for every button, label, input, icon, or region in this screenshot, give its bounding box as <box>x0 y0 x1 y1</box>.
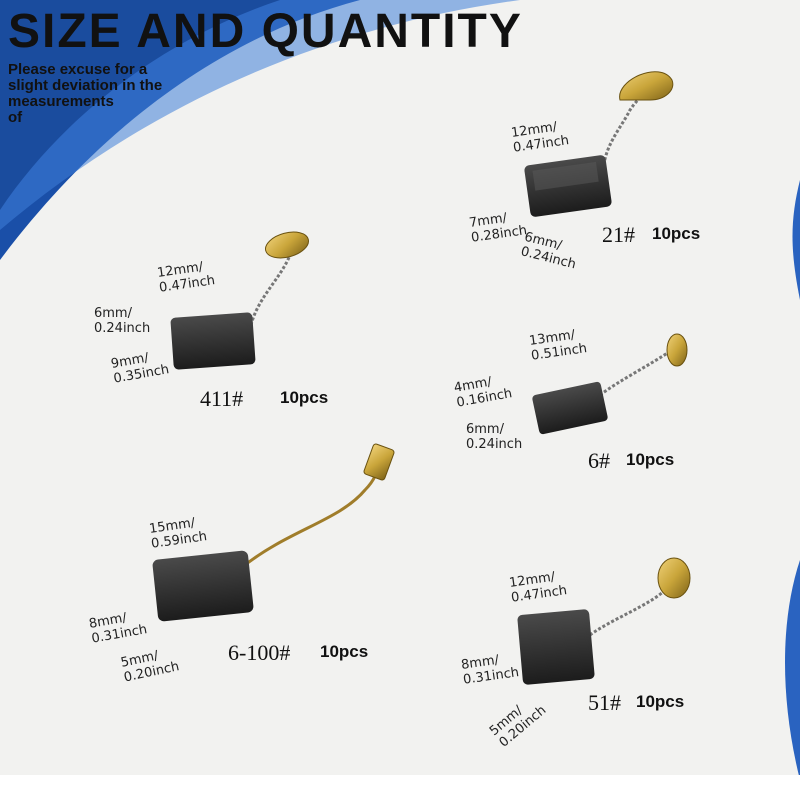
dim-mm: 6mm/ <box>466 422 504 437</box>
dim-inch: 0.24inch <box>466 437 523 452</box>
brush-21 <box>524 71 674 217</box>
dim-mm: 6mm/ <box>94 306 132 321</box>
disclaimer-line: Please excuse for a <box>8 61 148 78</box>
p411-quantity: 10pcs <box>280 388 329 407</box>
disclaimer-text: Please excuse for a slight deviation in … <box>8 62 218 126</box>
p21-model-code: 21# <box>602 222 635 247</box>
dim-inch: 0.24inch <box>94 321 151 336</box>
p6-model-code: 6# <box>588 448 610 473</box>
p6100-quantity: 10pcs <box>320 642 369 661</box>
brush-51 <box>517 557 691 685</box>
p6-dim-width: 6mm/ 0.24inch <box>466 422 522 452</box>
p411-model-code: 411# <box>200 386 244 411</box>
p6100-model-code: 6-100# <box>228 640 291 665</box>
p51-model-code: 51# <box>588 690 621 715</box>
disclaimer-line: of <box>8 109 23 126</box>
p21-quantity: 10pcs <box>652 224 701 243</box>
brush-6 <box>532 333 688 435</box>
brush-411 <box>170 231 309 370</box>
brush-6-100 <box>152 443 395 622</box>
p411-dim-height: 6mm/ 0.24inch <box>94 306 150 336</box>
page-title: SIZE AND QUANTITY <box>8 5 523 58</box>
p6-quantity: 10pcs <box>626 450 675 469</box>
disclaimer-line: slight deviation in the <box>8 77 163 94</box>
p51-quantity: 10pcs <box>636 692 685 711</box>
disclaimer-line: measurements <box>8 93 114 110</box>
